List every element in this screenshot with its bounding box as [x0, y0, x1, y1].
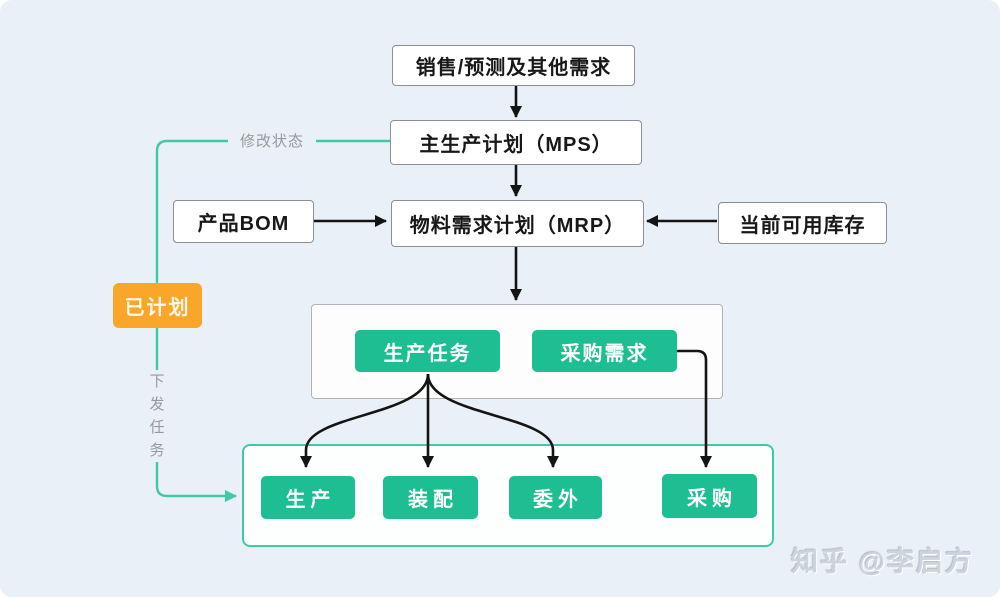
node-available-inventory: 当前可用库存 — [718, 202, 887, 244]
node-purchase-label: 采购 — [687, 487, 737, 510]
arrow-task-to-outsourcing — [426, 373, 559, 468]
node-purchase: 采购 — [662, 474, 757, 518]
modify-status-label: 修改状态 — [228, 129, 316, 151]
node-production-label: 生产 — [285, 489, 336, 511]
planned-status-badge-label: 已计划 — [124, 297, 191, 319]
node-mrp-label: 物料需求计划（MRP） — [409, 215, 626, 237]
planned-status-badge: 已计划 — [113, 283, 202, 328]
arrow-purchase-demand-to-purchase — [677, 349, 712, 468]
node-purchase-demand: 采购需求 — [532, 330, 677, 372]
node-mps-label: 主生产计划（MPS） — [419, 134, 613, 156]
node-production-task: 生产任务 — [355, 330, 500, 372]
node-outsourcing: 委外 — [509, 476, 602, 519]
arrow-task-to-production — [300, 373, 430, 468]
node-assembly: 装配 — [383, 476, 478, 519]
dispatch-task-label: 下发任务 — [146, 370, 168, 462]
node-production-task-label: 生产任务 — [383, 342, 472, 365]
node-purchase-demand-label: 采购需求 — [560, 342, 649, 365]
node-product-bom-label: 产品BOM — [197, 213, 290, 235]
node-outsourcing-label: 委外 — [533, 489, 583, 511]
node-sales-forecast: 销售/预测及其他需求 — [392, 45, 635, 86]
node-production: 生产 — [261, 476, 355, 519]
node-available-inventory-label: 当前可用库存 — [739, 214, 866, 237]
node-product-bom: 产品BOM — [173, 200, 314, 243]
node-assembly-label: 装配 — [408, 489, 458, 511]
node-sales-forecast-label: 销售/预测及其他需求 — [415, 57, 612, 79]
node-mps: 主生产计划（MPS） — [390, 120, 642, 165]
node-mrp: 物料需求计划（MRP） — [391, 200, 644, 247]
watermark: 知乎 @李启方 — [791, 547, 974, 577]
